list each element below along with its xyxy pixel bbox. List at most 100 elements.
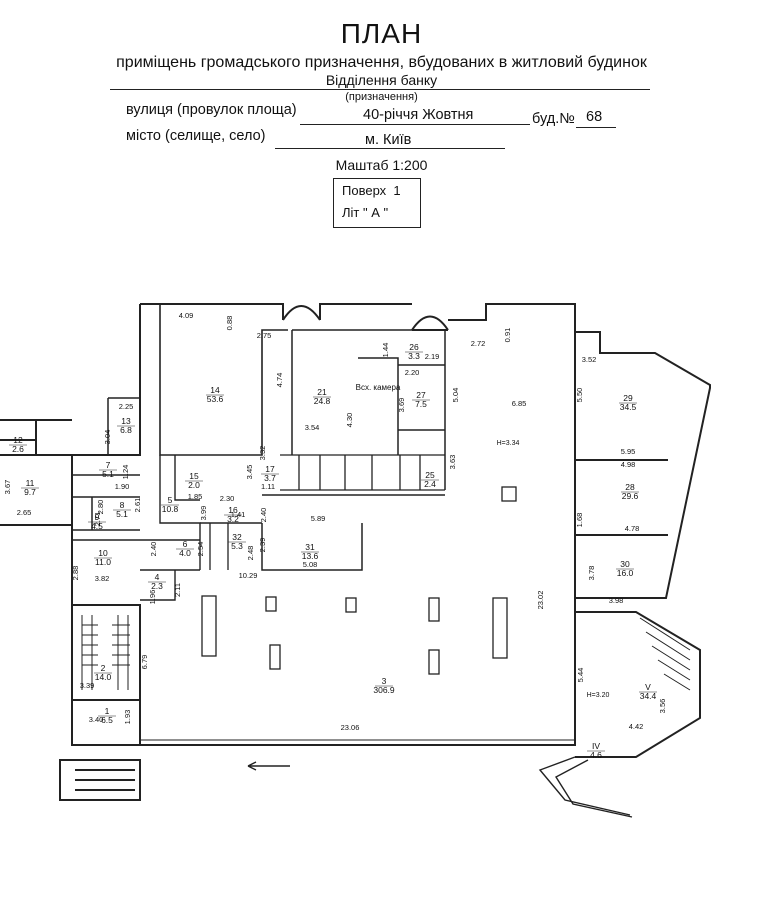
room-area: 2.4 [424, 479, 436, 489]
room-number: 1 [105, 706, 110, 716]
toilet-block [280, 454, 445, 491]
dimension-label: 2.72 [471, 339, 486, 348]
height-main-label: H=3.34 [497, 440, 520, 447]
dimension-label: 1.68 [575, 513, 584, 528]
room-number: 31 [305, 542, 315, 552]
room-area: 4.6 [590, 750, 602, 760]
purpose-note: (призначення) [345, 91, 418, 103]
stair-fan [538, 756, 633, 818]
dimension-label: 1.24 [121, 465, 130, 480]
room-area: 53.6 [207, 394, 224, 404]
room-number: 15 [189, 471, 199, 481]
room-14-walls [159, 304, 288, 456]
dimension-label: 5.89 [311, 514, 326, 523]
dimension-label: 2.30 [220, 494, 235, 503]
arch-left [282, 305, 321, 321]
room-number: 4 [155, 572, 160, 582]
lit-value: А [371, 205, 380, 220]
room-number: 32 [232, 532, 242, 542]
dimension-label: 3.32 [258, 446, 267, 461]
room-number: 9 [95, 512, 100, 522]
dimension-label: 2.88 [71, 566, 80, 581]
dimension-label: 3.67 [3, 480, 12, 495]
dimension-label: 4.42 [629, 722, 644, 731]
dimension-label: 1.11 [261, 482, 275, 491]
dimension-label: 2.25 [119, 402, 134, 411]
dimension-label: 1.85 [188, 492, 203, 501]
room-31-walls [209, 523, 229, 570]
dimension-label: 1.41 [231, 510, 246, 519]
dimension-label: 5.04 [451, 388, 460, 403]
building-label: буд.№ [532, 111, 575, 127]
room-area: 2.3 [151, 581, 163, 591]
room-number: V [645, 682, 651, 692]
room-area: 24.8 [314, 396, 331, 406]
dimension-label: 3.99 [199, 506, 208, 521]
column [201, 595, 217, 657]
room-area: 34.4 [640, 691, 657, 701]
stair-block [71, 604, 141, 746]
column [265, 596, 277, 612]
room-area: 4.5 [91, 521, 103, 531]
room-area: 6.8 [120, 425, 132, 435]
street-underline [300, 124, 530, 125]
dimension-label: 5.44 [576, 668, 585, 683]
dimension-label: 4.74 [275, 373, 284, 388]
room-29-walls [575, 459, 668, 599]
room-number: 26 [409, 342, 419, 352]
room-number: 6 [183, 539, 188, 549]
stair-hatching-right [639, 617, 691, 691]
room-number: 7 [106, 460, 111, 470]
floor-value: 1 [393, 183, 401, 198]
room-21-walls [291, 329, 445, 455]
floor-stamp: Поверх 1 Літ " А " [333, 178, 421, 228]
room-6-walls [140, 539, 200, 601]
purpose-value: Відділення банку [325, 72, 438, 88]
room-13-walls [107, 397, 140, 455]
column [428, 597, 440, 622]
dimension-label: 2.48 [246, 546, 255, 561]
main-hall-walls [200, 330, 446, 571]
room-area: 4.0 [179, 548, 191, 558]
room-number: 16 [228, 505, 238, 515]
dimension-label: 2.40 [149, 542, 158, 557]
room-number: 14 [210, 385, 220, 395]
dimension-label: 1.44 [381, 343, 390, 358]
city-value: м. Київ [365, 132, 412, 148]
room-area: 5.3 [231, 541, 243, 551]
room-number: 3 [382, 676, 387, 686]
stair-hatching [81, 615, 130, 690]
room-area: 5.1 [102, 469, 114, 479]
column [345, 597, 357, 613]
dimension-label: 6.85 [512, 399, 527, 408]
room-number: 30 [620, 559, 630, 569]
entrance-steps [59, 759, 141, 801]
dimension-label: 2.40 [259, 508, 268, 523]
dimension-label: 3.63 [448, 455, 457, 470]
dimension-label: 2.11 [173, 583, 182, 597]
dimension-label: 5.95 [621, 447, 636, 456]
dimension-label: 3.78 [587, 566, 596, 581]
dimension-label: 5.50 [575, 388, 584, 403]
room-area: 2.6 [12, 444, 24, 454]
column [501, 486, 517, 502]
room-area: 11.0 [95, 557, 111, 567]
building-underline [576, 127, 616, 128]
dimension-label: 0.91 [503, 328, 512, 343]
room-number: 11 [26, 478, 35, 488]
room-area: 7.5 [415, 399, 427, 409]
lit-close: " [383, 205, 389, 220]
city-label: місто (селище, село) [126, 128, 266, 144]
room-number: 29 [623, 393, 633, 403]
room-number: 5 [168, 495, 173, 505]
dimension-label: 2.54 [196, 542, 205, 557]
room-number: 28 [625, 482, 635, 492]
plan-title: ПЛАН [340, 18, 423, 49]
room-area: 14.0 [95, 672, 112, 682]
dimension-label: 3.04 [103, 430, 112, 445]
dimension-label: 2.71 [93, 512, 102, 527]
room-area: 9.7 [24, 487, 36, 497]
dimension-label: 0.88 [225, 316, 234, 331]
dimension-label: 3.82 [95, 574, 110, 583]
